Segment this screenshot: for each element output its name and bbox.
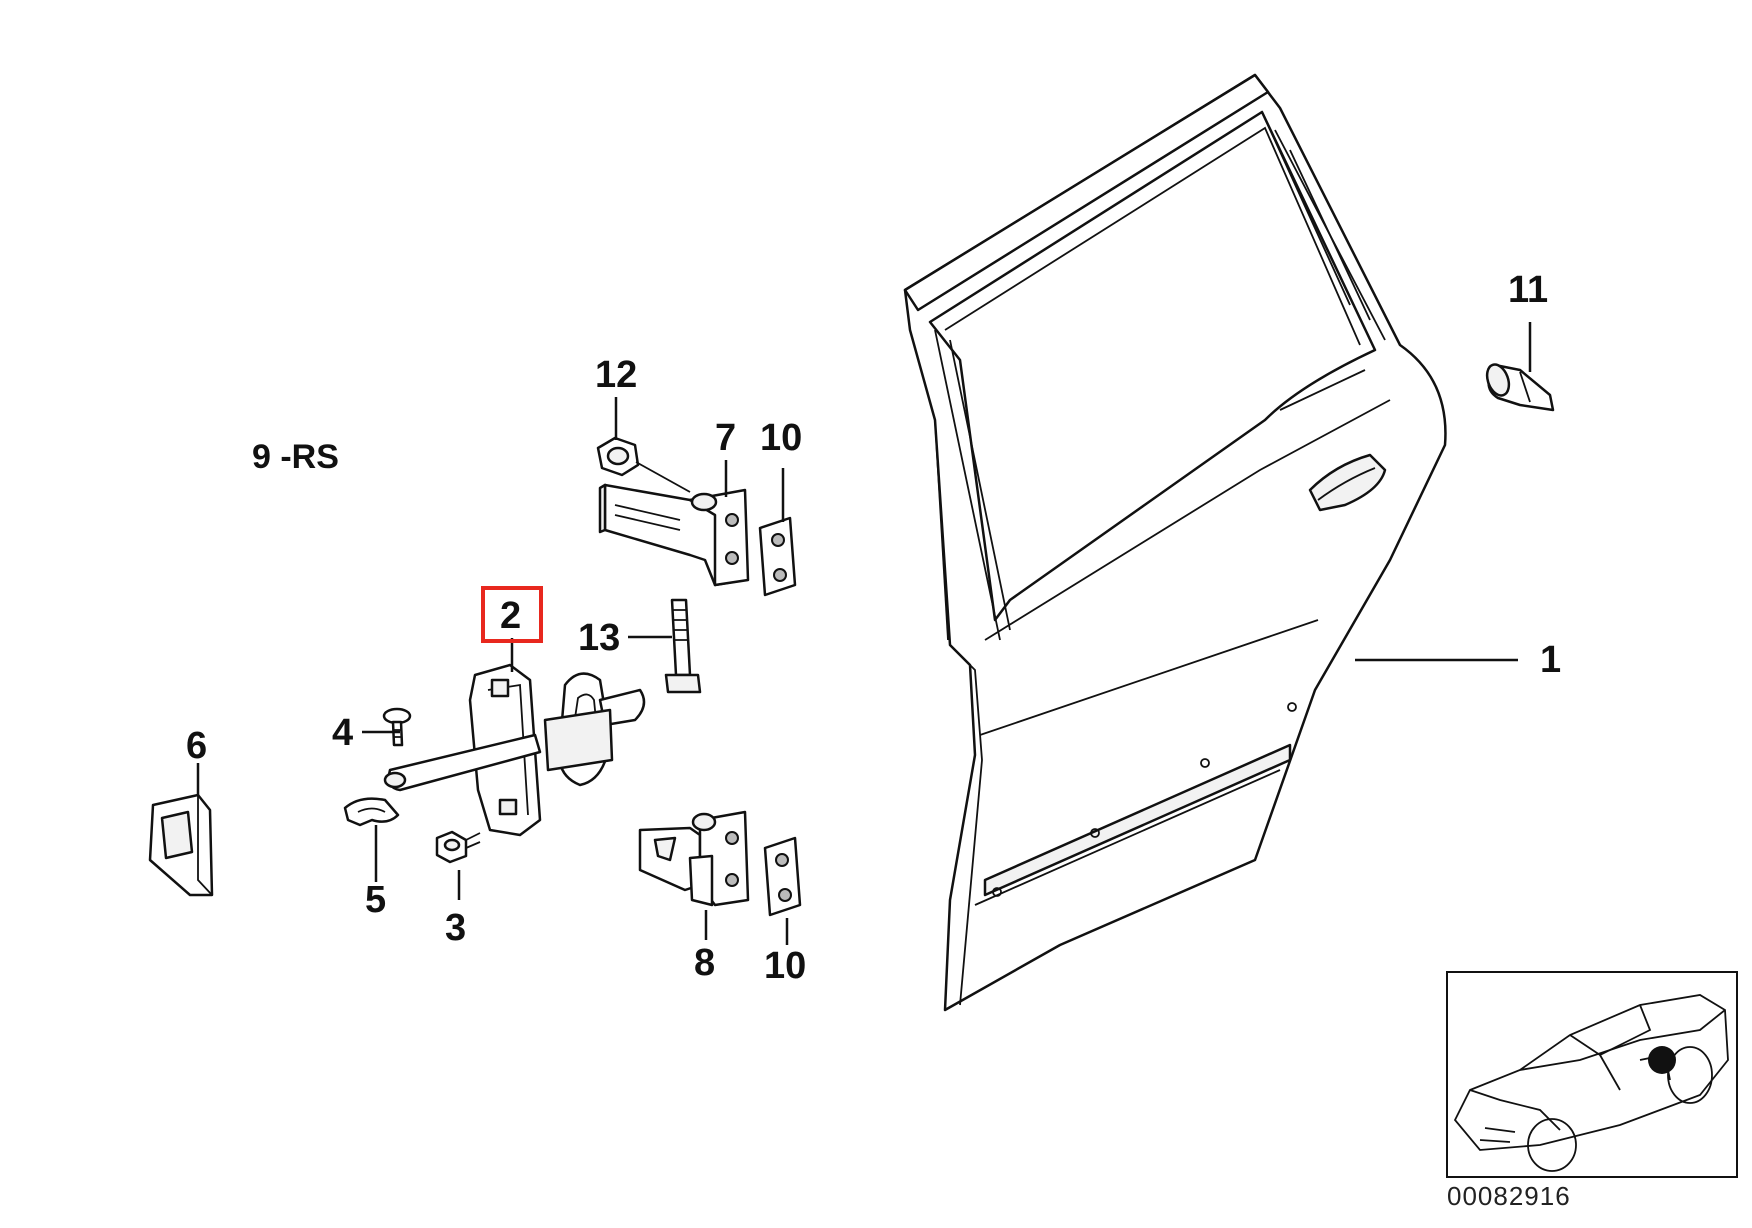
rubber-buffer-icon[interactable] [1483,362,1555,412]
callout-11[interactable]: 11 [1508,269,1548,311]
callout-6[interactable]: 6 [186,725,207,767]
drawing-number: 00082916 [1447,1181,1571,1211]
cover-cap-icon[interactable] [148,793,214,897]
callout-1[interactable]: 1 [1540,639,1561,681]
callout-4[interactable]: 4 [332,712,353,754]
screw-top-icon[interactable] [382,707,412,747]
callout-12[interactable]: 12 [595,354,637,396]
callout-2[interactable]: 2 [500,595,521,637]
rear-door-icon[interactable] [903,73,1447,1012]
callout-10-upper[interactable]: 10 [760,417,802,459]
callout-10-lower[interactable]: 10 [764,945,806,987]
callout-2-highlight [481,586,543,643]
vehicle-locator-icon [1446,971,1738,1178]
variant-label: 9 -RS [252,438,339,476]
location-marker-icon [1648,1046,1676,1074]
callout-13[interactable]: 13 [578,617,620,659]
lower-hinge-icon[interactable] [638,810,750,907]
door-check-strap-icon[interactable] [383,663,646,837]
hex-bolt-icon[interactable] [664,598,702,694]
leader-lines [196,322,1532,945]
callout-5[interactable]: 5 [365,879,386,921]
upper-hinge-icon[interactable] [598,483,750,587]
callout-7[interactable]: 7 [715,417,736,459]
shim-plate-upper-icon[interactable] [758,516,797,597]
flange-bolt-icon[interactable] [435,830,481,864]
callout-8[interactable]: 8 [694,942,715,984]
retaining-clip-icon[interactable] [343,797,400,827]
flange-nut-icon[interactable] [596,436,691,493]
shim-plate-lower-icon[interactable] [763,836,802,917]
callout-3[interactable]: 3 [445,907,466,949]
